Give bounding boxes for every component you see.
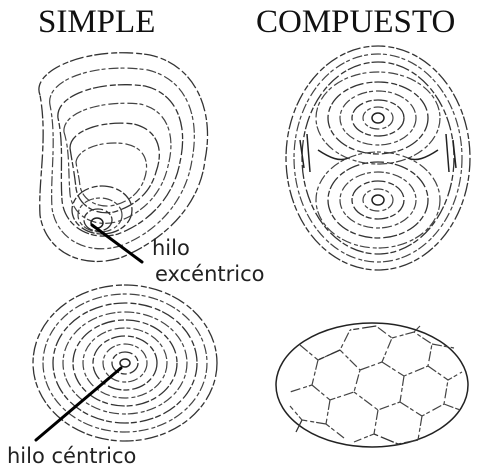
label-hilo: hilo — [152, 236, 190, 260]
label-excentrico: excéntrico — [155, 262, 264, 286]
label-hilo-centrico: hilo céntrico — [7, 444, 136, 468]
compound-grain-two-hila — [286, 46, 470, 270]
simple-eccentric-grain — [39, 53, 208, 262]
simple-centric-grain — [33, 285, 217, 441]
compound-polyhedral-grain — [276, 323, 468, 447]
